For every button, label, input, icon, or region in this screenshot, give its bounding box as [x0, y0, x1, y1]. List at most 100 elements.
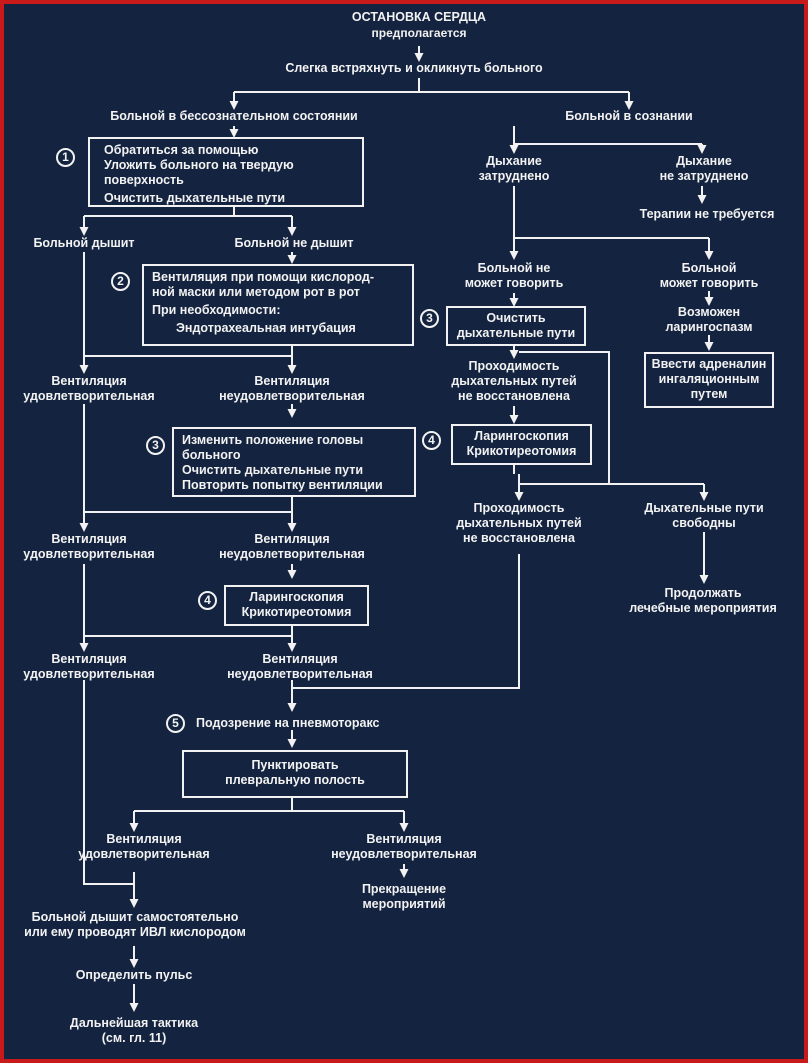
self-breathing: Больной дышит самостоятельно или ему про… [4, 910, 266, 940]
can-speak-line1: Больной [681, 261, 737, 275]
ventilation-ok-3-line2: удовлетворительная [23, 667, 155, 681]
box4-left-line-1: Ларингоскопия [249, 590, 344, 604]
breathing-not-difficult-line1: Дыхание [676, 154, 732, 168]
breathing-not-difficult: Дыхание не затруднено [644, 154, 764, 184]
box5-line-1: Пунктировать [251, 758, 339, 772]
laryngospasm-line1: Возможен [677, 305, 741, 319]
self-breathing-line2: или ему проводят ИВЛ кислородом [24, 925, 246, 939]
box-reposition-head: Изменить положение головы больного Очист… [172, 427, 416, 497]
ventilation-bad-3-line1: Вентиляция [262, 652, 338, 666]
ventilation-ok-3-line1: Вентиляция [51, 652, 127, 666]
airway-not-restored-2-line2: дыхательных путей [456, 516, 582, 530]
ventilation-ok-2-line2: удовлетворительная [23, 547, 155, 561]
ventilation-ok-2: Вентиляция удовлетворительная [9, 532, 169, 562]
cannot-speak-line1: Больной не [477, 261, 551, 275]
airway-not-restored-2-line3: не восстановлена [463, 531, 575, 545]
clear-airway-line2: дыхательные пути [456, 326, 576, 340]
airway-not-restored-2-line1: Проходимость [473, 501, 565, 515]
airway-not-restored-1-line2: дыхательных путей [451, 374, 577, 388]
ventilation-ok-4-line2: удовлетворительная [78, 847, 210, 861]
adrenaline-line1: Ввести адреналин [651, 357, 767, 371]
stop-measures-line2: мероприятий [362, 897, 446, 911]
airway-free-line2: свободны [672, 516, 736, 530]
ventilation-ok-3: Вентиляция удовлетворительная [9, 652, 169, 682]
ventilation-ok-4-line1: Вентиляция [106, 832, 182, 846]
adrenaline-line2: ингаляционным [658, 372, 760, 386]
airway-free: Дыхательные пути свободны [629, 501, 779, 531]
step-4-marker-left: 4 [198, 591, 217, 610]
ventilation-bad-3: Вентиляция неудовлетворительная [212, 652, 388, 682]
ventilation-bad-4: Вентиляция неудовлетворительная [314, 832, 494, 862]
further-tactics: Дальнейшая тактика (см. гл. 11) [54, 1016, 214, 1046]
breathing-difficult: Дыхание затруднено [454, 154, 574, 184]
box5-line-2: плевральную полость [225, 773, 365, 787]
box2-line-3: При необходимости: [152, 303, 281, 317]
ventilation-ok-1-line1: Вентиляция [51, 374, 127, 388]
box1-line-1: Обратиться за помощью [104, 143, 259, 157]
step-4-marker-right: 4 [422, 431, 441, 450]
ventilation-bad-2-line1: Вентиляция [254, 532, 330, 546]
box4-right-line-2: Крикотиреотомия [466, 444, 577, 458]
box1-line-3: поверхность [104, 173, 184, 187]
box-pleural-puncture: Пунктировать плевральную полость [182, 750, 408, 798]
ventilation-bad-4-line2: неудовлетворительная [331, 847, 477, 861]
further-tactics-line1: Дальнейшая тактика [69, 1016, 199, 1030]
box4-left-line-2: Крикотиреотомия [241, 605, 352, 619]
ventilation-ok-1: Вентиляция удовлетворительная [9, 374, 169, 404]
can-speak-line2: может говорить [659, 276, 759, 290]
box2-line-1: Вентиляция при помощи кислород- [152, 270, 374, 284]
continue-treatment: Продолжать лечебные мероприятия [616, 586, 790, 616]
further-tactics-line2: (см. гл. 11) [101, 1031, 167, 1045]
box4-right-line-1: Ларингоскопия [474, 429, 569, 443]
stop-measures: Прекращение мероприятий [334, 882, 474, 912]
step-1-marker: 1 [56, 148, 75, 167]
box3-line-3: Очистить дыхательные пути [182, 463, 364, 477]
ventilation-bad-3-line2: неудовлетворительная [227, 667, 373, 681]
ventilation-ok-1-line2: удовлетворительная [23, 389, 155, 403]
adrenaline-line3: путем [690, 387, 728, 401]
airway-free-line1: Дыхательные пути [644, 501, 764, 515]
conscious-label: Больной в сознании [565, 109, 693, 123]
cannot-speak: Больной не может говорить [449, 261, 579, 291]
box2-line-2: ной маски или методом рот в рот [152, 285, 360, 299]
step-5-marker: 5 [166, 714, 185, 733]
step-3-marker-right: 3 [420, 309, 439, 328]
box-clear-airway-right: Очистить дыхательные пути [446, 306, 586, 346]
laryngospasm-line2: ларингоспазм [665, 320, 753, 334]
airway-not-restored-1-line1: Проходимость [468, 359, 560, 373]
ventilation-bad-2: Вентиляция неудовлетворительная [212, 532, 372, 562]
check-pulse: Определить пульс [75, 968, 193, 982]
continue-treatment-line2: лечебные мероприятия [629, 601, 777, 615]
ventilation-bad-2-line2: неудовлетворительная [219, 547, 365, 561]
box1-line-2: Уложить больного на твердую [104, 158, 294, 172]
airway-not-restored-2: Проходимость дыхательных путей не восста… [434, 501, 604, 546]
airway-not-restored-1-line3: не восстановлена [458, 389, 570, 403]
ventilation-bad-1-line2: неудовлетворительная [219, 389, 365, 403]
step-2-marker: 2 [111, 272, 130, 291]
step-3-marker: 3 [146, 436, 165, 455]
box3-line-1: Изменить положение головы [182, 433, 364, 447]
ventilation-bad-4-line1: Вентиляция [366, 832, 442, 846]
ventilation-ok-4: Вентиляция удовлетворительная [64, 832, 224, 862]
unconscious-label: Больной в бессознательном состоянии [110, 109, 358, 123]
continue-treatment-line1: Продолжать [664, 586, 742, 600]
flowchart-subtitle: предполагается [371, 26, 467, 40]
self-breathing-line1: Больной дышит самостоятельно [31, 910, 239, 924]
stop-measures-line1: Прекращение [361, 882, 447, 896]
box-laryngoscopy-left: Ларингоскопия Крикотиреотомия [224, 585, 369, 626]
ventilation-bad-1-line1: Вентиляция [254, 374, 330, 388]
box1-line-4: Очистить дыхательные пути [104, 191, 286, 205]
patient-breathes: Больной дышит [33, 236, 135, 250]
breathing-not-difficult-line2: не затруднено [659, 169, 749, 183]
ventilation-bad-1: Вентиляция неудовлетворительная [212, 374, 372, 404]
box3-line-2: больного [182, 448, 241, 462]
box-adrenaline: Ввести адреналин ингаляционным путем [644, 352, 774, 408]
cannot-speak-line2: может говорить [464, 276, 564, 290]
ventilation-ok-2-line1: Вентиляция [51, 532, 127, 546]
breathing-difficult-line1: Дыхание [486, 154, 542, 168]
pneumothorax-suspicion: Подозрение на пневмоторакс [196, 716, 380, 730]
laryngospasm-possible: Возможен ларингоспазм [644, 305, 774, 335]
clear-airway-line1: Очистить [486, 311, 546, 325]
flowchart-title: ОСТАНОВКА СЕРДЦА [351, 10, 487, 24]
shake-call-patient: Слегка встряхнуть и окликнуть больного [285, 61, 543, 75]
